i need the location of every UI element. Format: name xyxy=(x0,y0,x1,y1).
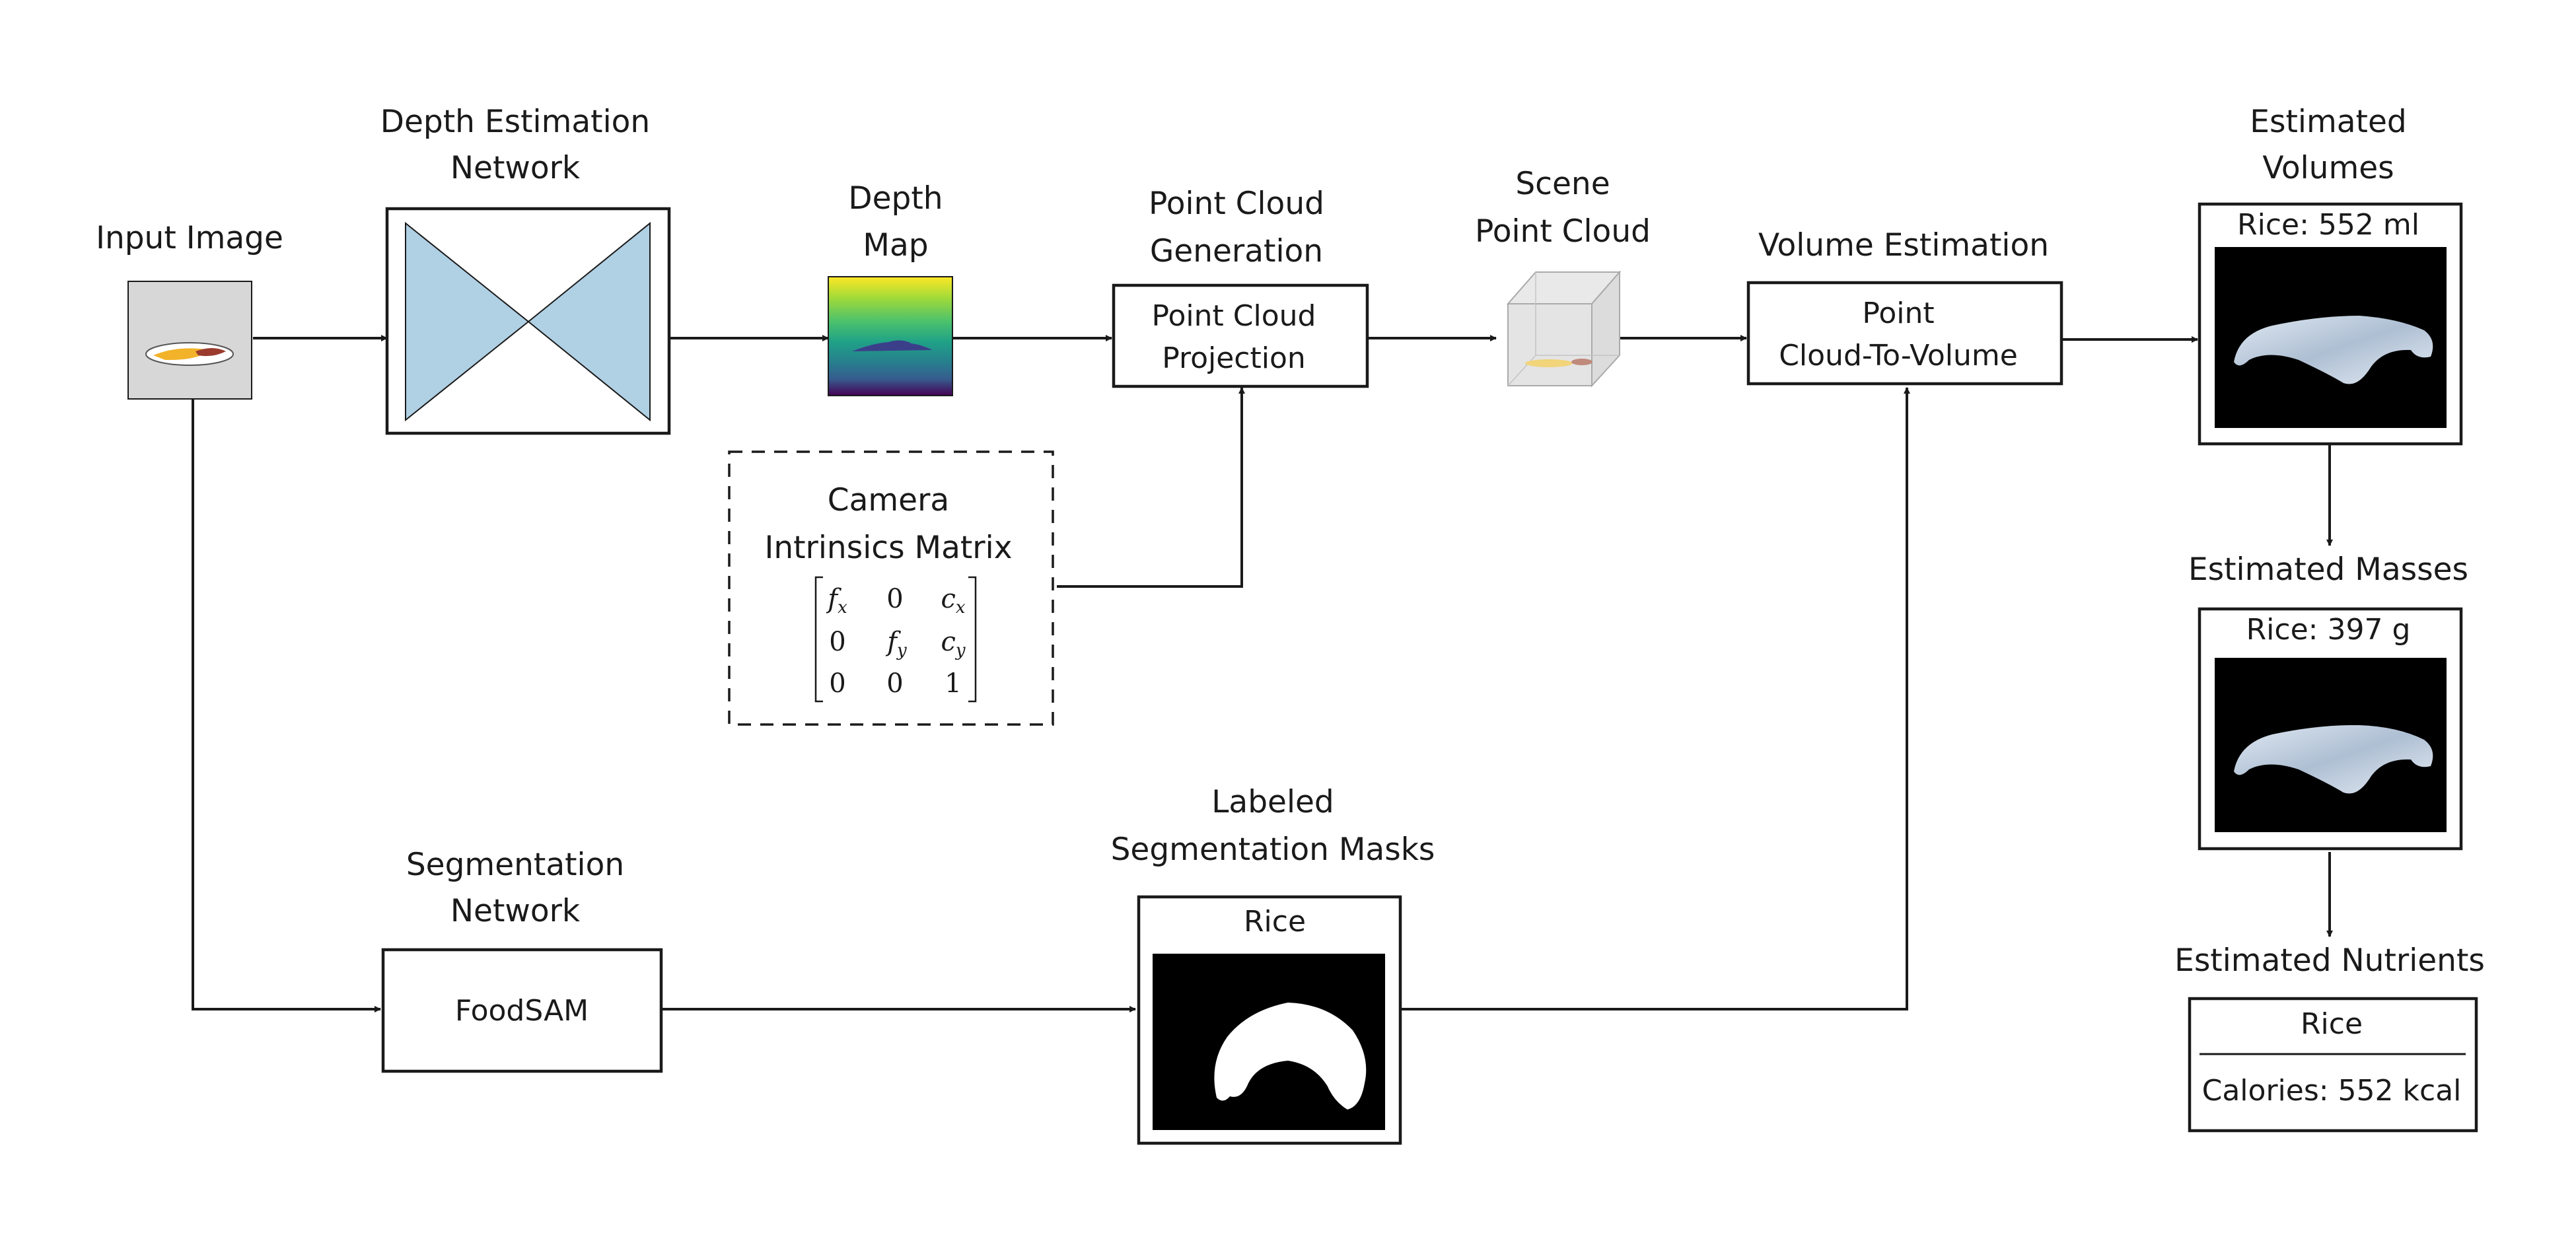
vol-est-title: Volume Estimation xyxy=(1758,227,2049,264)
scene-pc-title-line1: Scene xyxy=(1515,166,1610,202)
volumes-title-line1: Estimated xyxy=(2250,104,2406,140)
edge-masks-to-volume xyxy=(1401,387,1910,1010)
food-yellow xyxy=(153,348,210,361)
pc-gen-title-line2: Generation xyxy=(1150,233,1323,269)
encoder-triangle xyxy=(405,221,530,422)
masks-title-line1: Labeled xyxy=(1211,784,1334,820)
depth-net-title-line2: Network xyxy=(450,150,581,186)
food-red xyxy=(196,348,226,357)
rice-mask-shape xyxy=(1214,1003,1367,1110)
nutrients-card xyxy=(2188,997,2478,1133)
depth-map-title-line2: Map xyxy=(863,227,928,264)
masses-rice-shape xyxy=(2234,725,2433,794)
estimated-volumes-node: Estimated Volumes Rice: 552 ml xyxy=(2198,104,2463,446)
camera-title-line1: Camera xyxy=(828,482,949,518)
point-cloud-cube-icon xyxy=(1506,270,1622,388)
point-cloud-generation-node: Point Cloud Generation Point Cloud Proje… xyxy=(1112,186,1369,388)
nutrients-title: Estimated Nutrients xyxy=(2174,942,2485,979)
depth-map-food-silhouette xyxy=(852,340,933,351)
matrix-cell-r2c3: cy xyxy=(941,627,965,660)
matrix-left-bracket xyxy=(814,576,823,703)
estimated-nutrients-node: Estimated Nutrients Rice Calories: 552 k… xyxy=(2174,942,2485,1133)
depth-net-title-line1: Depth Estimation xyxy=(380,104,650,140)
pc-projection-line2: Projection xyxy=(1162,341,1306,375)
pc-projection-line1: Point Cloud xyxy=(1152,299,1316,333)
pc-to-volume-line1: Point xyxy=(1862,297,1934,330)
masses-title: Estimated Masses xyxy=(2188,551,2468,588)
volume-estimation-node: Volume Estimation Point Cloud-To-Volume xyxy=(1746,227,2063,386)
seg-net-title-line1: Segmentation xyxy=(406,847,624,883)
foodsam-label: FoodSAM xyxy=(455,994,589,1028)
matrix-right-bracket xyxy=(968,576,977,703)
pc-gen-title-line1: Point Cloud xyxy=(1149,186,1324,222)
depth-map-node: Depth Map xyxy=(828,180,953,396)
camera-intrinsics-node: Camera Intrinsics Matrix fx 0 cx 0 fy cy… xyxy=(728,450,1054,726)
matrix-cell-r3c1: 0 xyxy=(829,668,845,699)
edge-camera-to-projection xyxy=(1057,387,1245,588)
nutrients-value: Calories: 552 kcal xyxy=(2202,1074,2462,1108)
edge-input-to-segmentation xyxy=(192,399,381,1012)
scene-pc-title-line2: Point Cloud xyxy=(1475,213,1651,250)
input-image-node: Input Image xyxy=(96,220,283,400)
volumes-rice-shape xyxy=(2234,316,2433,384)
input-image-thumbnail xyxy=(127,281,252,400)
depth-map-title-line1: Depth xyxy=(848,180,943,217)
nutrients-food: Rice xyxy=(2301,1007,2363,1041)
decoder-triangle xyxy=(527,221,651,422)
input-image-title: Input Image xyxy=(96,220,283,256)
depth-map-image xyxy=(828,276,953,396)
masses-value: Rice: 397 g xyxy=(2246,613,2411,647)
foodsam-box xyxy=(381,948,663,1073)
matrix-cell-r1c2: 0 xyxy=(886,584,903,614)
segmentation-network-node: Segmentation Network FoodSAM xyxy=(381,847,663,1073)
point-cloud-to-volume-box xyxy=(1746,281,2063,386)
estimated-masses-node: Estimated Masses Rice: 397 g xyxy=(2188,551,2468,851)
depth-estimation-network-node: Depth Estimation Network xyxy=(380,104,671,435)
camera-title-line2: Intrinsics Matrix xyxy=(764,530,1012,566)
volumes-value: Rice: 552 ml xyxy=(2237,208,2419,242)
masks-title-line2: Segmentation Masks xyxy=(1111,832,1435,868)
matrix-cell-r1c3: cx xyxy=(941,584,965,618)
matrix-cell-r2c1: 0 xyxy=(829,627,845,657)
matrix-cell-r3c3: 1 xyxy=(945,668,961,699)
connectors xyxy=(192,335,2333,1012)
camera-dashed-box xyxy=(728,450,1054,726)
masks-label: Rice xyxy=(1244,905,1306,938)
seg-net-title-line2: Network xyxy=(450,893,581,929)
matrix-cell-r3c2: 0 xyxy=(886,668,903,699)
segmentation-masks-node: Labeled Segmentation Masks Rice xyxy=(1111,784,1435,1145)
scene-point-cloud-node: Scene Point Cloud xyxy=(1475,166,1651,388)
pc-to-volume-line2: Cloud-To-Volume xyxy=(1779,339,2018,372)
point-cloud-projection-box xyxy=(1112,283,1369,388)
volumes-title-line2: Volumes xyxy=(2262,150,2394,186)
